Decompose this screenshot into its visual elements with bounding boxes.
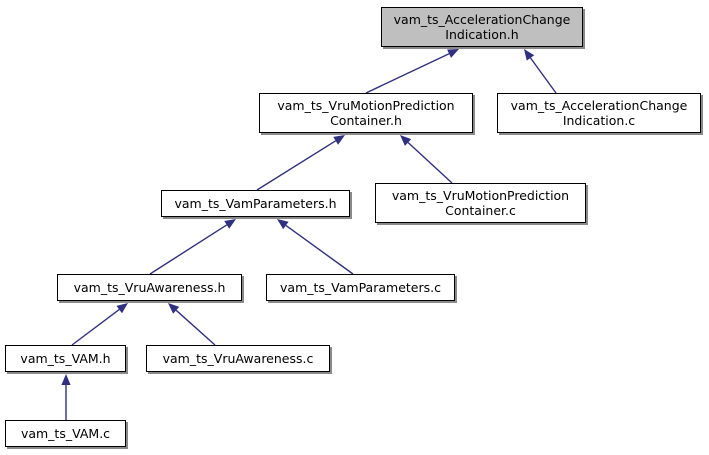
edge-arrow <box>277 219 354 275</box>
graph-node-vru_motion_pred_h[interactable]: vam_ts_VruMotionPrediction Container.h <box>259 93 473 133</box>
graph-node-label: vam_ts_VruMotionPrediction Container.c <box>391 188 570 218</box>
graph-node-vam_params_h[interactable]: vam_ts_VamParameters.h <box>161 190 350 217</box>
graph-node-label: vam_ts_VamParameters.h <box>174 196 337 211</box>
graph-node-vru_aware_c[interactable]: vam_ts_VruAwareness.c <box>146 345 330 372</box>
graph-node-label: vam_ts_VamParameters.c <box>280 280 441 295</box>
graph-node-vam_c[interactable]: vam_ts_VAM.c <box>5 420 126 447</box>
edge-arrow <box>61 374 71 420</box>
edge-arrow <box>524 49 557 94</box>
edge-arrow <box>149 219 236 275</box>
graph-node-label: vam_ts_VAM.h <box>20 351 111 366</box>
graph-node-label: vam_ts_VruAwareness.h <box>73 280 226 295</box>
graph-node-label: vam_ts_VruMotionPrediction Container.h <box>277 98 455 128</box>
graph-node-label: vam_ts_AccelerationChange Indication.c <box>510 98 688 128</box>
edge-arrow <box>365 49 459 94</box>
edge-arrow <box>71 303 128 346</box>
graph-node-acc_ind_h[interactable]: vam_ts_AccelerationChange Indication.h <box>381 7 583 47</box>
graph-node-vru_motion_pred_c[interactable]: vam_ts_VruMotionPrediction Container.c <box>375 183 586 223</box>
graph-node-vam_params_c[interactable]: vam_ts_VamParameters.c <box>266 274 455 301</box>
graph-node-label: vam_ts_VruAwareness.c <box>162 351 314 366</box>
graph-node-vru_aware_h[interactable]: vam_ts_VruAwareness.h <box>57 274 242 301</box>
graph-node-label: vam_ts_VAM.c <box>20 426 111 441</box>
graph-node-acc_ind_c[interactable]: vam_ts_AccelerationChange Indication.c <box>497 93 701 133</box>
graph-node-vam_h[interactable]: vam_ts_VAM.h <box>5 345 126 372</box>
edge-arrow <box>168 303 216 346</box>
edge-arrow <box>400 135 453 184</box>
edge-arrow <box>256 135 345 191</box>
graph-node-label: vam_ts_AccelerationChange Indication.h <box>393 12 571 42</box>
